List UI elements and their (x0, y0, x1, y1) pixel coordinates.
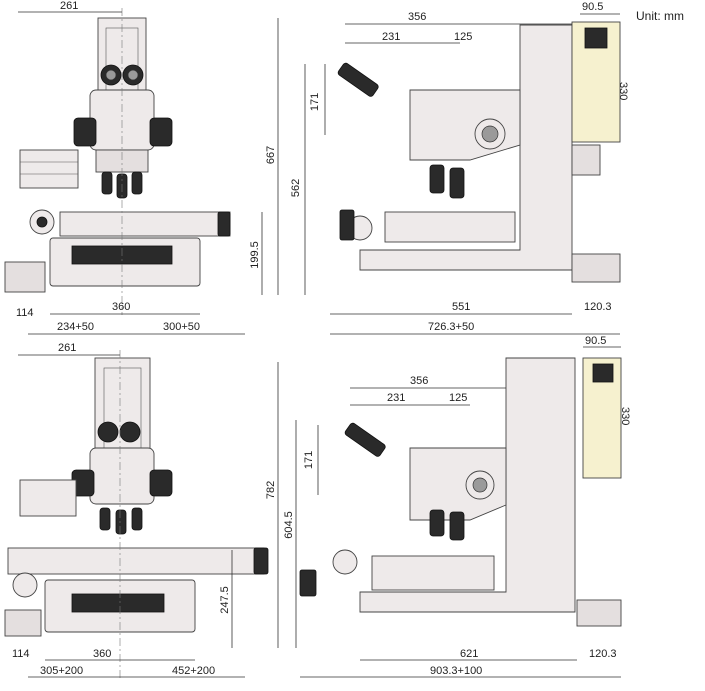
dim-231: 231 (387, 392, 405, 404)
side-head (409, 447, 507, 521)
dim-356: 356 (408, 11, 426, 23)
front-view-small-stage: 261 667 199.5 360 114 234+50 300+50 (4, 0, 279, 335)
dim-330: 330 (619, 407, 631, 425)
side-stage (371, 555, 495, 591)
dim-171: 171 (303, 451, 315, 469)
dim-305-200: 305+200 (40, 665, 83, 677)
focus-knob-left (73, 117, 97, 147)
dim-621: 621 (460, 648, 478, 660)
xy-stage (59, 211, 231, 237)
focus-knob-right (149, 117, 173, 147)
side-stage (384, 211, 516, 243)
dim-261: 261 (58, 342, 76, 354)
xy-stage-large (7, 547, 265, 575)
dim-90-5: 90.5 (582, 1, 603, 13)
eyepiece-right (119, 421, 141, 443)
side-handle (571, 253, 621, 283)
side-controller (19, 479, 77, 517)
dim-360: 360 (93, 648, 111, 660)
dim-356: 356 (410, 375, 428, 387)
dim-551: 551 (452, 301, 470, 313)
dim-782: 782 (265, 481, 277, 499)
focus-knob-right (149, 469, 173, 497)
dim-120-3: 120.3 (584, 301, 612, 313)
dim-114: 114 (12, 648, 30, 660)
dim-452-200: 452+200 (172, 665, 215, 677)
side-head (409, 89, 521, 161)
objective (131, 171, 143, 195)
dim-300-50: 300+50 (163, 321, 200, 333)
dim-120-3: 120.3 (589, 648, 617, 660)
dim-330: 330 (617, 82, 629, 100)
dim-562: 562 (290, 179, 302, 197)
side-view-large-stage: 356 231 125 90.5 330 171 621 120.3 903.3… (299, 335, 631, 678)
control-panel (71, 593, 165, 613)
dim-199-5: 199.5 (249, 241, 261, 269)
dim-90-5: 90.5 (585, 335, 606, 347)
dim-234-50: 234+50 (57, 321, 94, 333)
dim-604-5: 604.5 (283, 511, 295, 539)
side-eyepiece (337, 62, 379, 97)
dim-667: 667 (265, 146, 277, 164)
dim-171: 171 (309, 93, 321, 111)
dim-903-3-100: 903.3+100 (430, 665, 482, 677)
dim-231: 231 (382, 31, 400, 43)
remote-box (4, 609, 42, 637)
side-controller (19, 149, 79, 189)
dim-114: 114 (16, 307, 34, 319)
front-view-large-stage: 261 782 604.5 247.5 114 360 305+200 452+… (4, 342, 297, 680)
eyepiece-left (97, 421, 119, 443)
dim-261: 261 (60, 0, 78, 12)
dim-360: 360 (112, 301, 130, 313)
objective (101, 171, 113, 195)
side-view-small-stage: 356 231 125 90.5 330 171 562 551 120.3 7… (290, 1, 629, 335)
remote-box (4, 261, 46, 293)
dim-247-5: 247.5 (219, 586, 231, 614)
dim-125: 125 (449, 392, 467, 404)
side-frame (359, 357, 576, 613)
dim-125: 125 (454, 31, 472, 43)
unit-label: Unit: mm (636, 9, 684, 23)
dim-726-3-50: 726.3+50 (428, 321, 474, 333)
